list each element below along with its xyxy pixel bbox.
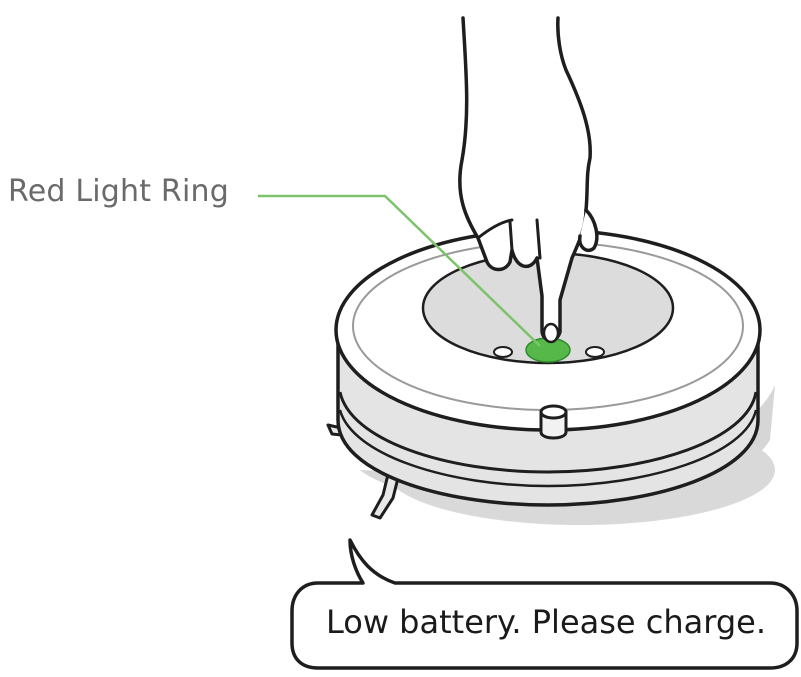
robot-bumper-line-2 xyxy=(338,409,758,488)
callout-leader-line xyxy=(258,194,541,347)
speech-bubble-text: Low battery. Please charge. xyxy=(325,603,767,641)
fingernail xyxy=(542,322,560,344)
callout-label: Red Light Ring xyxy=(8,174,229,209)
spot-button-icon xyxy=(585,346,605,358)
speech-bubble-icon xyxy=(290,538,799,670)
hand-fold-line xyxy=(476,218,514,240)
front-sensor-top xyxy=(539,404,568,420)
hand-pointing-icon xyxy=(458,16,592,343)
robot-bumper-line xyxy=(338,391,758,474)
hand-knuckle-line-2 xyxy=(535,218,542,260)
hand-knuckle-line xyxy=(508,220,514,252)
hand-thumb xyxy=(578,208,599,253)
home-button-icon xyxy=(493,346,513,358)
